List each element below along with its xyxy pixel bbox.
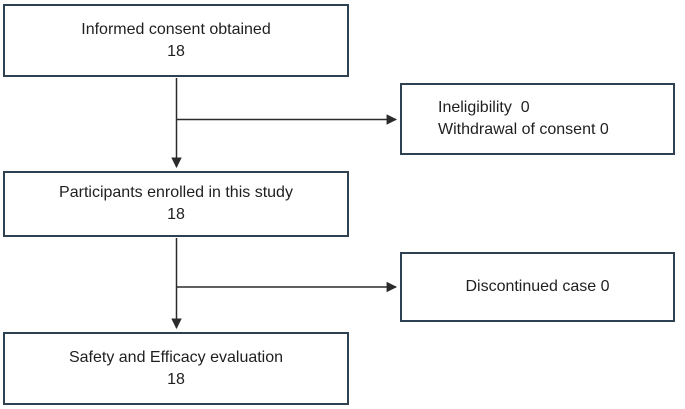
withdrawal-line: Withdrawal of consent 0 — [438, 121, 609, 138]
box-participants-enrolled: Participants enrolled in this study 18 — [3, 171, 349, 237]
enrolled-count: 18 — [167, 206, 185, 223]
enrolled-label: Participants enrolled in this study — [59, 184, 293, 201]
evaluation-count: 18 — [167, 370, 185, 388]
discontinued-label: Discontinued case 0 — [465, 278, 610, 295]
box-safety-efficacy-evaluation: Safety and Efficacy evaluation 18 — [3, 332, 349, 405]
informed-consent-count: 18 — [167, 42, 185, 60]
box-discontinued: Discontinued case 0 — [400, 252, 675, 322]
ineligibility-line: Ineligibility 0 — [438, 99, 530, 116]
informed-consent-label: Informed consent obtained — [81, 20, 271, 38]
box-exclusions-before-enrollment: Ineligibility 0 Withdrawal of consent 0 — [400, 83, 675, 155]
box-informed-consent: Informed consent obtained 18 — [3, 4, 349, 77]
evaluation-label: Safety and Efficacy evaluation — [68, 348, 284, 366]
